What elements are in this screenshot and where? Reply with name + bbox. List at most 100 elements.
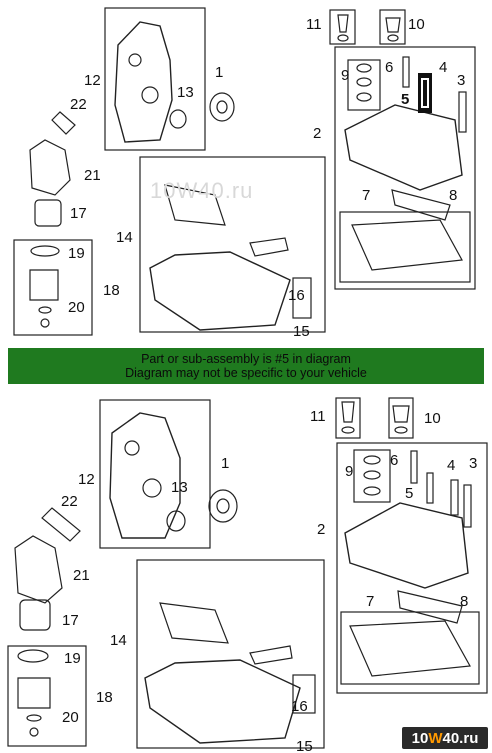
banner-line-1: Part or sub-assembly is #5 in diagram [141, 352, 351, 366]
top-callout-5: 5 [401, 91, 409, 108]
frame-oil-pan-lg [136, 559, 325, 749]
top-callout-12: 12 [84, 72, 101, 89]
washer-20-lg [26, 714, 42, 722]
oil-pan [149, 251, 291, 331]
top-callout-20: 20 [68, 299, 85, 316]
top-callout-10: 10 [408, 16, 425, 33]
frame-part-9-lg [353, 449, 391, 503]
top-callout-11: 11 [306, 16, 322, 33]
top-callout-17: 17 [70, 205, 87, 222]
filter-17 [34, 199, 62, 227]
top-callout-21: 21 [84, 167, 101, 184]
part-8-lg [397, 590, 463, 624]
washer-20 [38, 306, 52, 314]
banner-line-2: Diagram may not be specific to your vehi… [125, 366, 367, 380]
logo-part-2: W [428, 729, 443, 747]
logo-part-1: 10 [411, 729, 429, 747]
frame-part-15-lg [292, 674, 316, 714]
top-callout-6: 6 [385, 59, 393, 76]
callout-15: 15 [296, 738, 313, 753]
top-diagram: 1 2 3 4 5 6 7 8 9 10 11 12 13 14 15 16 1… [13, 7, 476, 340]
gasket-7 [351, 219, 463, 271]
frame-part-15 [292, 277, 312, 319]
oring-19-lg [17, 649, 49, 663]
cap-18-lg [17, 677, 51, 709]
callout-11: 11 [310, 408, 326, 425]
frame-part-11 [329, 9, 356, 45]
callout-17: 17 [62, 612, 79, 629]
cap-18 [29, 269, 59, 301]
top-callout-2: 2 [313, 125, 321, 142]
callout-10: 10 [424, 410, 441, 427]
seal-13-lg [166, 510, 186, 532]
callout-19: 19 [64, 650, 81, 667]
frame-timing-cover-lg [99, 399, 211, 549]
callout-21: 21 [73, 567, 90, 584]
frame-part-10-lg [388, 397, 414, 439]
top-diagram-panel: 1 2 3 4 5 6 7 8 9 10 11 12 13 14 15 16 1… [0, 0, 492, 348]
top-callout-16: 16 [288, 287, 305, 304]
callout-18: 18 [96, 689, 113, 706]
filter-housing-21-lg [14, 535, 63, 604]
frame-oil-pan [139, 156, 326, 333]
filter-housing-21 [29, 139, 71, 196]
callout-7: 7 [366, 593, 374, 610]
top-callout-22: 22 [70, 96, 87, 113]
logo-part-3: 40.ru [442, 729, 479, 747]
valve-cover-lg [344, 502, 469, 589]
top-callout-1: 1 [215, 64, 223, 81]
bracket [249, 237, 289, 257]
top-callout-15: 15 [293, 323, 310, 340]
top-callout-8: 8 [449, 187, 457, 204]
callout-14: 14 [110, 632, 127, 649]
top-callout-9: 9 [341, 67, 349, 84]
frame-oil-filter-housing [13, 239, 93, 336]
frame-part-10 [379, 9, 406, 45]
frame-oil-filter-lg [7, 645, 87, 747]
oil-pan-lg [144, 659, 301, 744]
gasket-22 [51, 111, 76, 135]
frame-valve-cover [334, 46, 476, 290]
top-callout-19: 19 [68, 245, 85, 262]
bottom-diagram-panel: 1 2 3 4 5 6 7 8 9 10 11 12 13 14 15 16 1… [0, 388, 492, 753]
top-callout-4: 4 [439, 59, 447, 76]
callout-9: 9 [345, 463, 353, 480]
callout-3: 3 [469, 455, 477, 472]
bracket-lg [249, 645, 293, 665]
top-callout-3: 3 [457, 72, 465, 89]
gasket-7-lg [349, 620, 471, 677]
callout-4: 4 [447, 457, 455, 474]
damper-1 [209, 92, 235, 122]
oring-19 [30, 245, 60, 257]
callout-12: 12 [78, 471, 95, 488]
gasket-22-lg [41, 507, 81, 542]
notice-banner: Part or sub-assembly is #5 in diagram Di… [8, 348, 484, 384]
baffle-lg [159, 602, 229, 644]
callout-2: 2 [317, 521, 325, 538]
callout-6: 6 [390, 452, 398, 469]
valve-cover [344, 104, 463, 191]
top-callout-13: 13 [177, 84, 194, 101]
baffle [164, 184, 226, 226]
top-callout-14: 14 [116, 229, 133, 246]
callout-13: 13 [171, 479, 188, 496]
frame-part-11-lg [335, 397, 361, 439]
callout-16: 16 [291, 698, 308, 715]
frame-part-9 [347, 59, 381, 111]
callout-5: 5 [405, 485, 413, 502]
timing-cover [114, 21, 173, 143]
watermark: 10W40.ru [150, 178, 254, 203]
callout-8: 8 [460, 593, 468, 610]
callout-1: 1 [221, 455, 229, 472]
top-callout-18: 18 [103, 282, 120, 299]
timing-cover-lg [109, 412, 181, 539]
frame-gasket-7 [339, 211, 471, 283]
callout-22: 22 [61, 493, 78, 510]
filter-17-lg [19, 599, 51, 631]
part-8 [391, 189, 451, 221]
bottom-diagram: 1 2 3 4 5 6 7 8 9 10 11 12 13 14 15 16 1… [7, 397, 488, 753]
frame-timing-cover [104, 7, 206, 151]
seal-13 [169, 109, 187, 129]
frame-gasket-7-lg [340, 611, 480, 685]
